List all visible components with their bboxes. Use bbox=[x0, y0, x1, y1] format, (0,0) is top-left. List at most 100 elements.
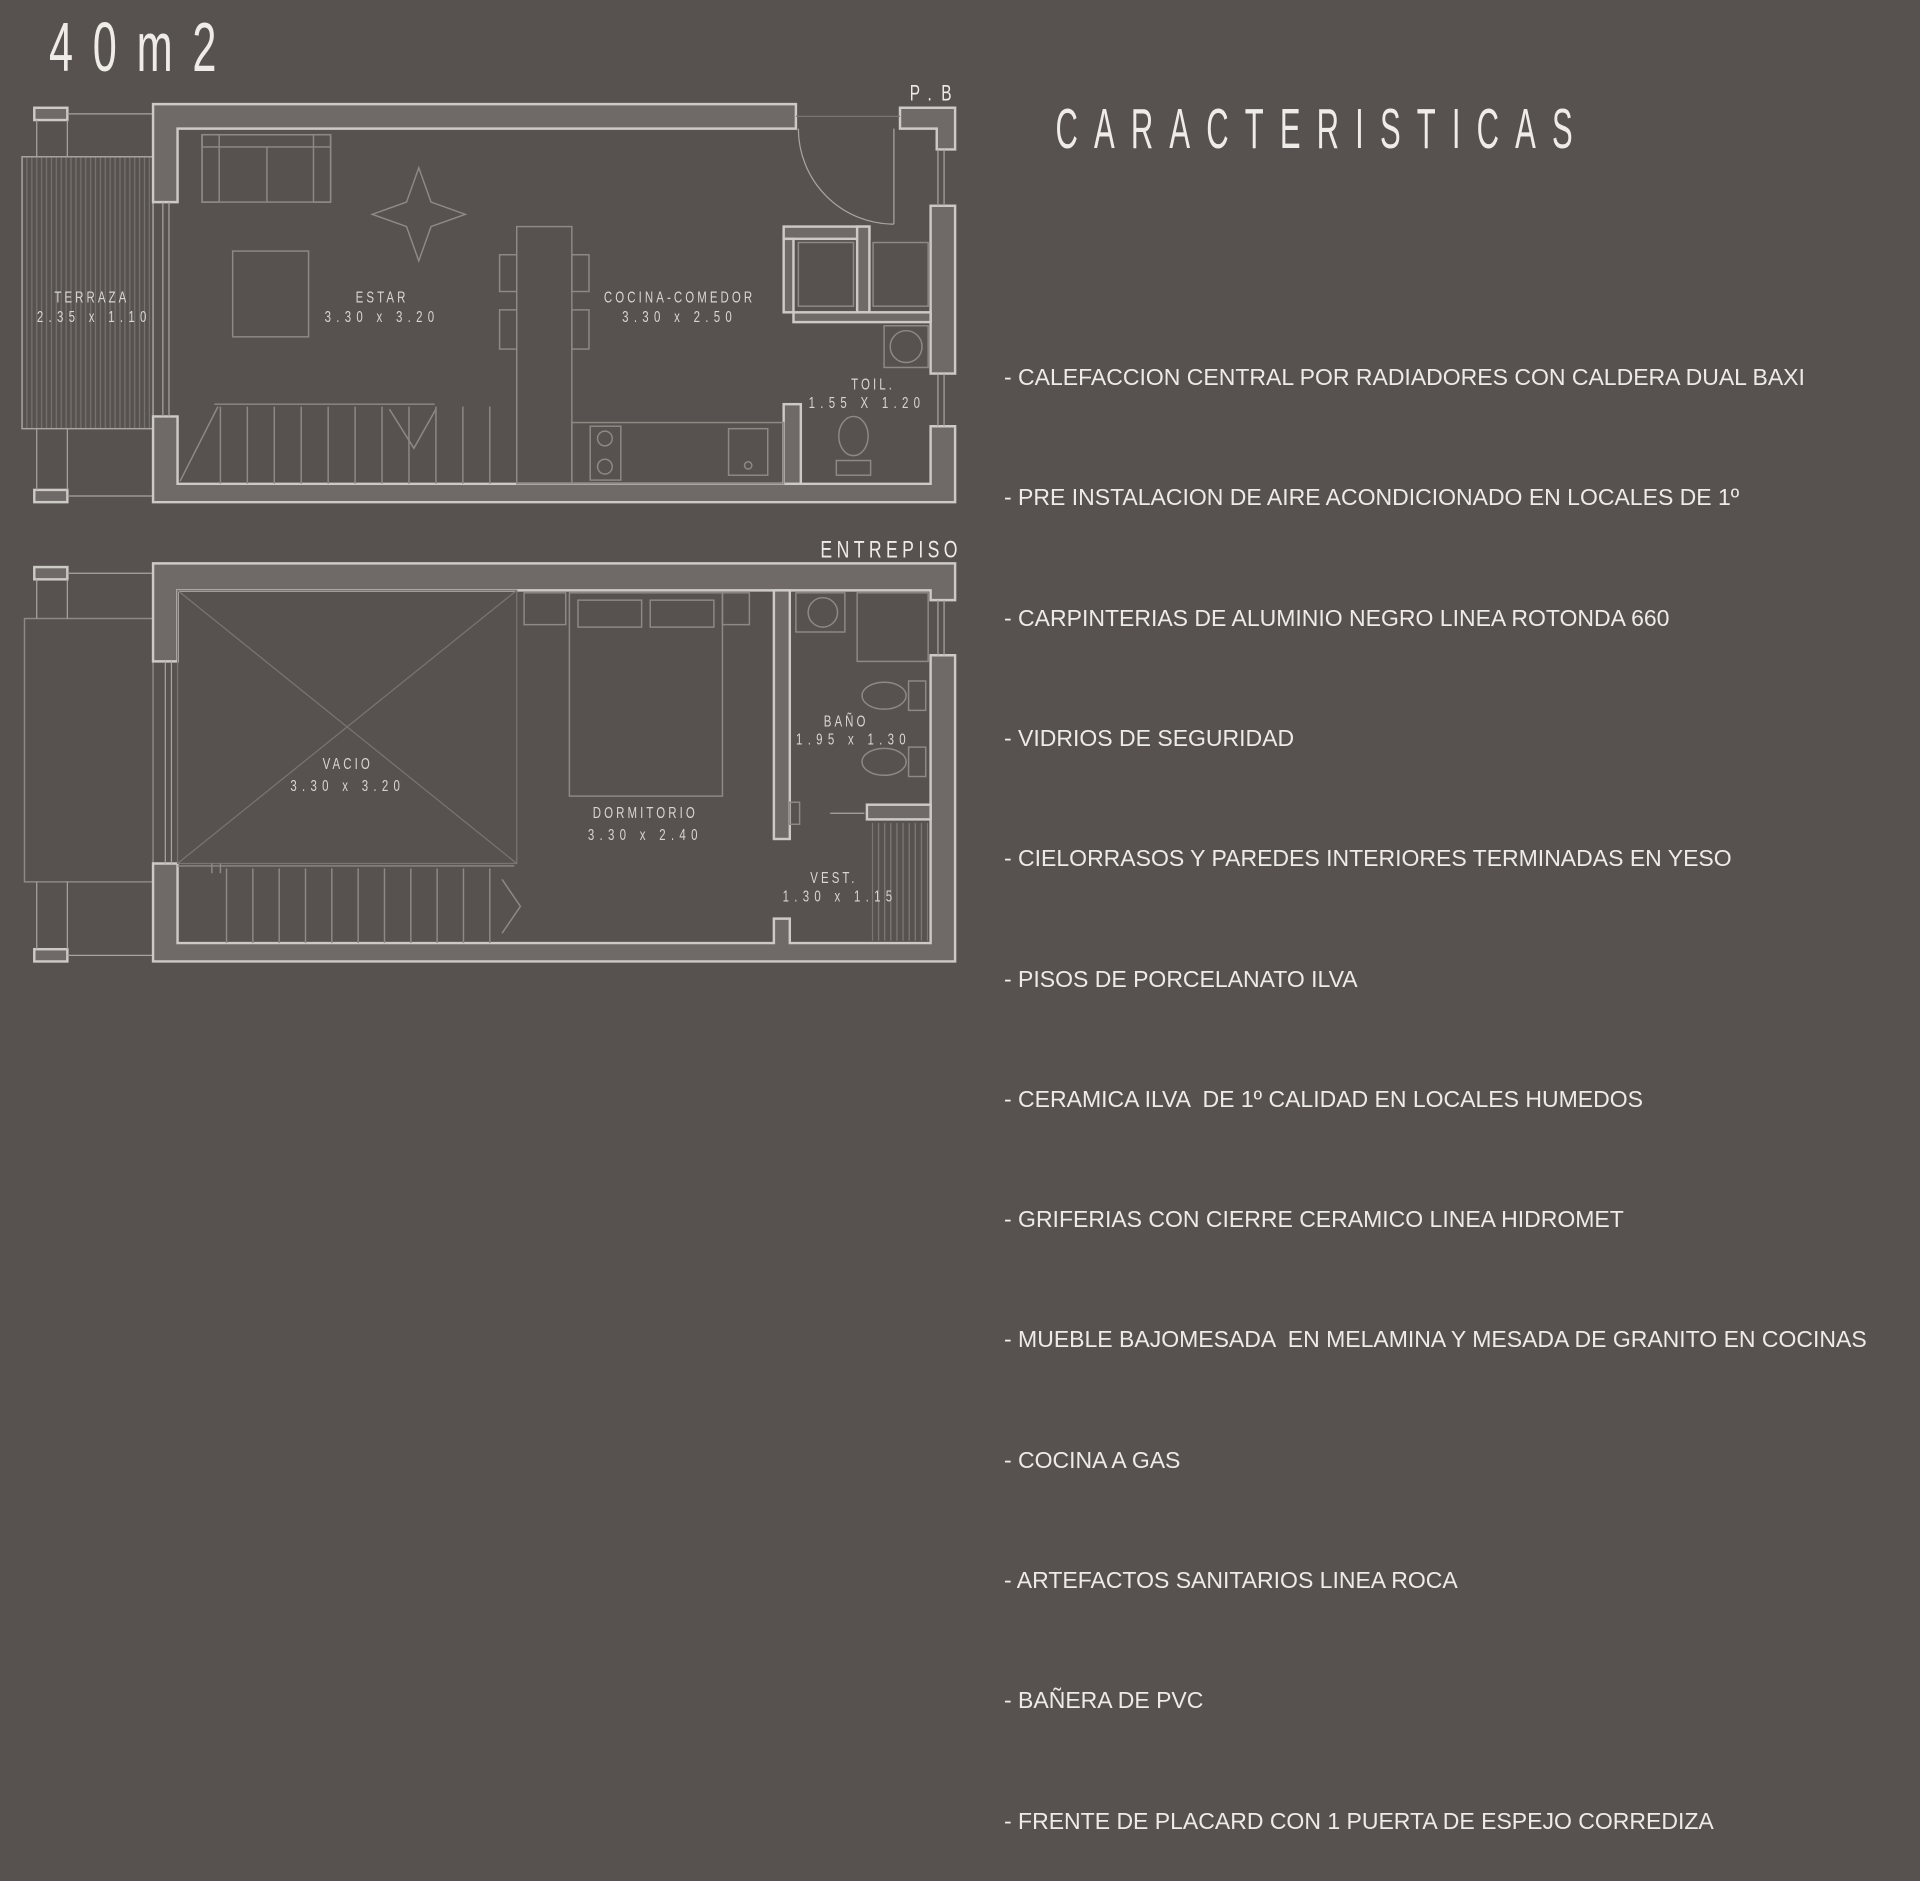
wall-top-right-corner bbox=[898, 106, 957, 151]
upper-floor-label: ENTREPISO bbox=[820, 535, 962, 563]
ground-floor-label-text: P.B bbox=[910, 82, 961, 106]
vestibule-wall bbox=[865, 803, 932, 821]
bath-vanity bbox=[795, 592, 846, 633]
stool bbox=[571, 309, 590, 350]
room-label-living: ESTAR 3.30 x 3.20 bbox=[325, 288, 440, 326]
feature-item: - ARTEFACTOS SANITARIOS LINEA ROCA bbox=[1004, 1567, 1458, 1593]
upper-railing-bottom bbox=[33, 947, 69, 963]
bedroom-bath-partition bbox=[772, 589, 792, 841]
upper-railing-top bbox=[33, 565, 69, 581]
cooktop bbox=[589, 425, 622, 481]
toilet-wall-top bbox=[792, 311, 932, 324]
stair-direction-arrow bbox=[388, 408, 437, 450]
room-size: 3.30 x 2.40 bbox=[588, 825, 703, 843]
feature-item: - CIELORRASOS Y PAREDES INTERIORES TERMI… bbox=[1004, 845, 1732, 872]
bath-door-jamb bbox=[789, 801, 801, 826]
closet-hangers bbox=[871, 823, 929, 941]
room-name: COCINA-COMEDOR bbox=[604, 288, 755, 306]
wc-bowl bbox=[838, 415, 869, 457]
terrace-railing-top bbox=[33, 106, 69, 122]
stool bbox=[571, 254, 590, 293]
feature-item: - VIDRIOS DE SEGURIDAD bbox=[1004, 725, 1295, 752]
room-label-bathroom: BAÑO 1.95 x 1.30 bbox=[796, 711, 911, 748]
area-title-text: 40m2 bbox=[49, 9, 236, 87]
terrace-deck bbox=[21, 156, 154, 430]
feature-item: - COCINA A GAS bbox=[1004, 1446, 1181, 1473]
room-label-kitchen-dining: COCINA-COMEDOR 3.30 x 2.50 bbox=[604, 288, 755, 326]
feature-item: - FRENTE DE PLACARD CON 1 PUERTA DE ESPE… bbox=[1004, 1807, 1714, 1834]
ground-floor-plan: P.B bbox=[21, 82, 961, 504]
kitchen-sink-drain bbox=[743, 461, 753, 470]
upper-floor-label-text: ENTREPISO bbox=[820, 535, 962, 563]
toilet-wall-left bbox=[782, 402, 803, 486]
stairs-upper-floor bbox=[177, 863, 522, 944]
bed-pillow bbox=[577, 599, 643, 628]
stool bbox=[498, 254, 518, 293]
feature-item: - CALEFACCION CENTRAL POR RADIADORES CON… bbox=[1004, 364, 1805, 391]
feature-item: - BAÑERA DE PVC bbox=[1004, 1687, 1204, 1714]
features-heading: CARACTERISTICAS bbox=[1056, 97, 1589, 160]
stairs-ground-floor bbox=[179, 403, 491, 484]
feature-item: - CARPINTERIAS DE ALUMINIO NEGRO LINEA R… bbox=[1004, 604, 1670, 631]
cooktop-burner bbox=[596, 430, 613, 447]
bathtub bbox=[856, 592, 929, 663]
stair-start-diagonal bbox=[179, 406, 219, 482]
fridge bbox=[797, 241, 855, 307]
features-heading-text: CARACTERISTICAS bbox=[1056, 97, 1589, 160]
room-label-terrace: TERRAZA 2.35 x 1.10 bbox=[37, 288, 147, 326]
room-label-void: VACIO 3.30 x 3.20 bbox=[290, 754, 400, 794]
room-size: 1.30 x 1.15 bbox=[783, 887, 898, 905]
room-size: 1.95 x 1.30 bbox=[796, 730, 911, 748]
room-name: VEST. bbox=[810, 868, 857, 886]
kitchen-island bbox=[516, 225, 573, 485]
room-name: VACIO bbox=[323, 754, 373, 772]
wardrobe bbox=[523, 592, 567, 626]
void-cross-line bbox=[177, 589, 518, 864]
feature-item: - PISOS DE PORCELANATO ILVA bbox=[1004, 965, 1358, 992]
stool bbox=[498, 309, 518, 350]
sofa-backrest bbox=[201, 133, 332, 148]
upper-balcony-outline bbox=[23, 617, 154, 883]
area-title: 40m2 bbox=[49, 9, 236, 87]
kitchen-sink bbox=[727, 427, 769, 476]
coffee-table bbox=[231, 250, 310, 338]
room-size: 3.30 x 2.50 bbox=[622, 307, 737, 325]
closet-wall-right bbox=[855, 225, 871, 314]
star-rug bbox=[370, 165, 468, 264]
feature-item: - PRE INSTALACION DE AIRE ACONDICIONADO … bbox=[1004, 484, 1740, 511]
room-name: TOIL. bbox=[851, 375, 895, 393]
bath-wc-bowl bbox=[861, 681, 907, 710]
pantry bbox=[872, 241, 929, 307]
room-size: 3.30 x 3.20 bbox=[325, 307, 440, 325]
wall-right-middle bbox=[929, 204, 957, 375]
room-name: TERRAZA bbox=[54, 288, 129, 306]
bidet bbox=[861, 747, 907, 777]
bed-pillow bbox=[649, 599, 715, 628]
room-label-vestibule: VEST. 1.30 x 1.15 bbox=[783, 868, 898, 905]
feature-item: - MUEBLE BAJOMESADA EN MELAMINA Y MESADA… bbox=[1004, 1326, 1867, 1353]
room-name: BAÑO bbox=[824, 711, 869, 729]
bath-basin bbox=[807, 596, 839, 628]
nightstand bbox=[721, 592, 751, 626]
features-list: - CALEFACCION CENTRAL POR RADIADORES CON… bbox=[1004, 277, 1867, 1881]
bed bbox=[568, 592, 724, 797]
upper-floor-plan: ENTREPISO bbox=[23, 535, 962, 963]
floor-plans: 40m2 CARACTERISTICAS P.B bbox=[21, 9, 1589, 963]
closet-wall-left bbox=[782, 237, 795, 314]
cooktop-burner bbox=[596, 458, 613, 475]
room-name: DORMITORIO bbox=[593, 803, 698, 821]
room-label-bedroom: DORMITORIO 3.30 x 2.40 bbox=[588, 803, 703, 843]
bidet-back bbox=[907, 746, 927, 778]
wall-bottom bbox=[151, 415, 957, 504]
room-name: ESTAR bbox=[356, 288, 409, 306]
feature-item: - CERAMICA ILVA DE 1º CALIDAD EN LOCALES… bbox=[1004, 1085, 1643, 1112]
feature-item: - GRIFERIAS CON CIERRE CERAMICO LINEA HI… bbox=[1004, 1206, 1624, 1233]
void-outline bbox=[176, 589, 518, 865]
bath-wc-tank bbox=[907, 680, 927, 712]
upper-wall-top bbox=[151, 562, 957, 663]
stair-direction-chevron bbox=[501, 878, 522, 934]
kitchen-counter bbox=[571, 421, 785, 485]
upper-wall-bottom bbox=[151, 654, 957, 963]
entry-door-swing bbox=[797, 128, 894, 225]
sofa-arm-right bbox=[312, 133, 332, 203]
